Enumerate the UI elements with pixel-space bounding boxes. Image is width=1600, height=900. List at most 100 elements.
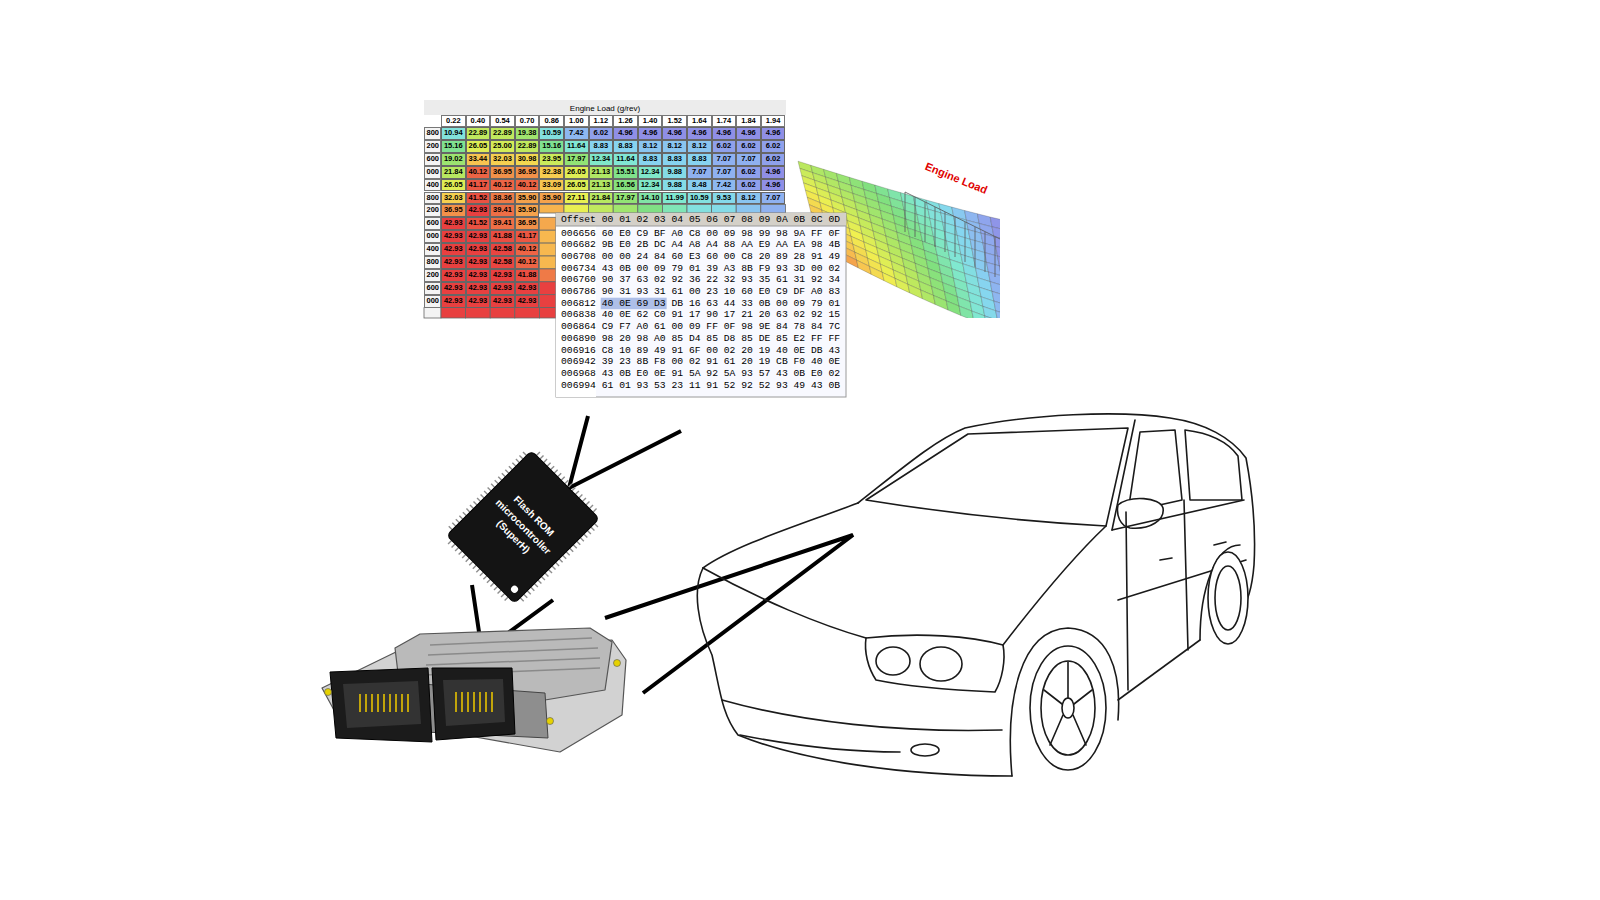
map-cell: 4.96 (638, 127, 663, 140)
chip-pin (552, 566, 556, 570)
surface-facet (946, 301, 961, 316)
chip-pin (572, 487, 576, 491)
rpm-value: 200 (424, 269, 441, 282)
surface-facet (985, 316, 1000, 318)
map-cell: 42.93 (466, 269, 491, 282)
map-cell: 42.93 (441, 217, 466, 230)
map-cell: 40.12 (515, 179, 540, 192)
chip-pin (536, 452, 540, 456)
chip-pin (584, 534, 588, 538)
map-cell: 7.42 (712, 179, 737, 192)
chip-pin (548, 569, 552, 573)
chip-pin (591, 527, 595, 531)
map-cell: 7.07 (687, 166, 712, 179)
chip-pin (488, 487, 492, 491)
map-cell: 7.42 (564, 127, 589, 140)
chip-outline (447, 451, 600, 604)
axis-line (905, 192, 1000, 239)
axis-value: 1.64 (687, 115, 712, 127)
chip-pin (568, 484, 572, 488)
map-cell: 8.83 (589, 140, 614, 153)
map-cell: 8.12 (736, 192, 761, 205)
map-cell: 17.97 (613, 192, 638, 205)
map-cell: 36.95 (515, 217, 540, 230)
rpm-value: 400 (424, 179, 441, 192)
map-cell: 41.52 (466, 217, 491, 230)
chip-pin (586, 502, 590, 506)
surface-facet (895, 278, 910, 293)
map-cell: 41.88 (490, 230, 515, 243)
map-cell: 42.58 (490, 243, 515, 256)
chip-pin (505, 470, 509, 474)
map-cell: 21.84 (441, 166, 466, 179)
chip-pin (594, 523, 598, 527)
chip-pin (476, 569, 480, 573)
hex-row: 006760 90 37 63 02 92 36 22 32 93 35 61 … (561, 274, 840, 285)
rpm-value: 000 (424, 295, 441, 308)
rpm-value: 400 (424, 243, 441, 256)
surface-facet (921, 290, 936, 305)
map-cell: 10.94 (441, 127, 466, 140)
chip-pin (559, 559, 563, 563)
axis-tick (955, 217, 956, 257)
chip-pin (577, 541, 581, 545)
axis-value: 0.40 (466, 115, 491, 127)
chip-pin (466, 509, 470, 513)
map-cell: 4.96 (613, 127, 638, 140)
map-cell: 12.34 (638, 166, 663, 179)
map-cell: 22.89 (466, 127, 491, 140)
map-cell: 33.44 (466, 153, 491, 166)
chip-pin (520, 598, 524, 602)
chip-pin (523, 452, 527, 456)
map-cell-edge (539, 204, 564, 213)
map-cell: 42.93 (441, 230, 466, 243)
chip-pin (474, 502, 478, 506)
chip-pin (554, 470, 558, 474)
map-cell: 26.05 (564, 166, 589, 179)
map-cell-edge (466, 308, 491, 318)
map-cell: 12.34 (638, 179, 663, 192)
chip-pin (563, 555, 567, 559)
map-cell: 11.64 (613, 153, 638, 166)
map-cell: 19.02 (441, 153, 466, 166)
chip-pin (495, 480, 499, 484)
map-cell: 33.09 (539, 179, 564, 192)
hex-row: 006786 90 31 93 31 61 00 23 10 60 E0 C9 … (561, 286, 840, 297)
chip-pin (459, 551, 463, 555)
surface-facet (882, 272, 897, 287)
map-cell: 7.07 (736, 153, 761, 166)
rpm-value: 000 (424, 166, 441, 179)
chip-pin (593, 509, 597, 513)
map-cell: 42.93 (441, 243, 466, 256)
map-cell: 25.00 (490, 140, 515, 153)
chip-pin (452, 544, 456, 548)
chip-pin (509, 466, 513, 470)
chip-pin (456, 519, 460, 523)
map-cell: 23.95 (539, 153, 564, 166)
axis-tick (965, 222, 966, 262)
car-drawing (697, 414, 1254, 776)
chip-pin (575, 491, 579, 495)
map-cell: 36.95 (441, 204, 466, 217)
map-cell-edge (424, 308, 441, 318)
axis-value: 1.40 (638, 115, 663, 127)
chip-pin (538, 580, 542, 584)
chip-pin (494, 586, 498, 590)
axis-value: 1.74 (712, 115, 737, 127)
map-cell-edge (539, 282, 556, 295)
rpm-value: 800 (424, 192, 441, 205)
map-cell: 35.90 (515, 192, 540, 205)
chip-pin (463, 512, 467, 516)
map-cell-edge (539, 308, 556, 318)
chip-pin (566, 552, 570, 556)
chip-pin (531, 587, 535, 591)
axis-tick (935, 207, 936, 247)
map-cell: 6.02 (736, 179, 761, 192)
map-cell: 42.93 (466, 230, 491, 243)
chip-pin (579, 494, 583, 498)
rpm-value: 600 (424, 153, 441, 166)
map-cell: 8.12 (662, 140, 687, 153)
chip-pin (448, 540, 452, 544)
